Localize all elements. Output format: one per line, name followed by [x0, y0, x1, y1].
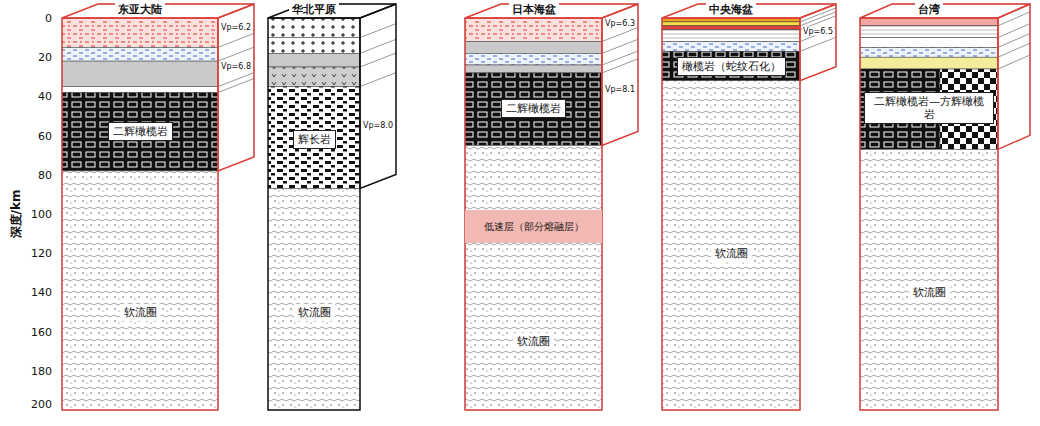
- axis-title: 深度/km: [8, 190, 25, 239]
- velocity-label: Vp=8.0: [362, 120, 394, 129]
- low-velocity-band: 低速层（部分熔融层）: [465, 210, 602, 243]
- layer-label: 软流圈: [513, 333, 554, 350]
- rock-label: 橄榄岩（蛇纹石化）: [682, 60, 781, 73]
- tick-label: 40: [38, 90, 52, 103]
- velocity-label: Vp=6.8: [220, 61, 252, 70]
- velocity-label: Vp=6.5: [802, 26, 834, 35]
- rock-label: 低速层（部分熔融层）: [484, 221, 584, 233]
- rock-label: 软流圈: [124, 306, 157, 319]
- rock-label: 软流圈: [913, 286, 946, 299]
- tick-label: 60: [38, 129, 52, 142]
- rock-label: 软流圈: [517, 335, 550, 348]
- rock-box: 二辉橄榄岩: [108, 122, 173, 141]
- rock-label: 软流圈: [715, 247, 748, 260]
- rock-box: 辉长岩: [293, 130, 336, 149]
- rock-label: 二辉橄榄岩—方辉橄榄岩: [874, 95, 984, 121]
- tick-label: 80: [38, 168, 52, 181]
- tick-label: 0: [45, 12, 52, 25]
- lithosphere-column: 台湾二辉橄榄岩—方辉橄榄岩软流圈: [860, 0, 998, 412]
- tick-label: 120: [31, 247, 52, 260]
- column-title: 中央海盆: [706, 3, 756, 16]
- layer-label: 软流圈: [711, 245, 752, 262]
- column-title: 台湾: [915, 3, 943, 16]
- velocity-label: Vp=6.3: [604, 18, 636, 27]
- rock-box: 二辉橄榄岩—方辉橄榄岩: [864, 92, 994, 124]
- column-title: 华北平原: [289, 3, 339, 16]
- rock-label: 二辉橄榄岩: [113, 125, 168, 138]
- layer-label: 软流圈: [909, 284, 950, 301]
- layer-label: 软流圈: [120, 304, 161, 321]
- column-title: 日本海盆: [509, 3, 559, 16]
- tick-label: 180: [31, 364, 52, 377]
- column-title: 东亚大陆: [115, 3, 165, 16]
- velocity-label: Vp=8.1: [604, 85, 636, 94]
- rock-box: 二辉橄榄岩: [501, 99, 566, 118]
- velocity-label: Vp=6.2: [220, 22, 252, 31]
- tick-label: 160: [31, 325, 52, 338]
- rock-box: 橄榄岩（蛇纹石化）: [677, 57, 786, 76]
- tick-label: 20: [38, 51, 52, 64]
- tick-label: 140: [31, 286, 52, 299]
- rock-label: 辉长岩: [298, 133, 331, 146]
- lithosphere-column: 日本海盆二辉橄榄岩低速层（部分熔融层） 软流圈: [465, 0, 602, 412]
- rock-label: 二辉橄榄岩: [506, 102, 561, 115]
- tick-label: 100: [31, 208, 52, 221]
- lithosphere-column: 华北平原辉长岩软流圈: [268, 0, 360, 412]
- lithosphere-column: 东亚大陆二辉橄榄岩软流圈: [62, 0, 218, 412]
- lithosphere-column: 中央海盆橄榄岩（蛇纹石化） 软流圈: [662, 0, 800, 412]
- rock-label: 软流圈: [298, 306, 331, 319]
- layer-label: 软流圈: [294, 304, 335, 321]
- tick-label: 200: [31, 398, 52, 411]
